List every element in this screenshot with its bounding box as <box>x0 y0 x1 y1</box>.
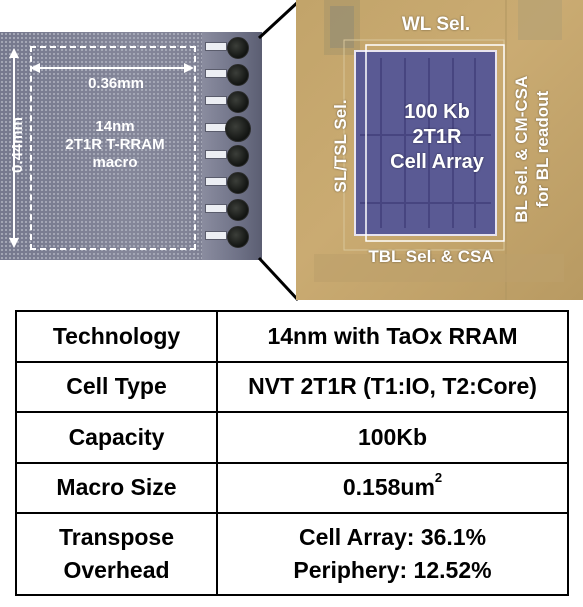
spec-table: Technology 14nm with TaOx RRAM Cell Type… <box>15 310 569 596</box>
zoom-line-bottom <box>257 256 300 302</box>
array-row-line <box>360 202 491 204</box>
bl-sel-label: BL Sel. & CM-CSA for BL readout <box>511 49 554 249</box>
dimension-arrows <box>9 48 194 248</box>
array-row-line <box>360 134 491 136</box>
via-dot <box>227 172 249 194</box>
array-column-line <box>452 58 454 228</box>
row-value-transpose-overhead: Cell Array: 36.1% Periphery: 12.52% <box>216 512 569 596</box>
macro-size-exponent: 2 <box>434 470 443 486</box>
macro-label-line2: 2T1R T-RRAM <box>65 136 165 153</box>
corner-block <box>518 0 562 40</box>
array-label-line2: 2T1R <box>412 126 462 148</box>
table-row: Cell Type NVT 2T1R (T1:IO, T2:Core) <box>15 360 569 413</box>
bond-pad <box>205 204 227 213</box>
row-value-capacity: 100Kb <box>216 411 569 464</box>
wl-driver-inner <box>330 6 354 48</box>
table-row: Macro Size 0.158um2 <box>15 461 569 514</box>
bl-sel-line1: BL Sel. & CM-CSA <box>511 75 531 223</box>
array-label-line1: 100 Kb <box>404 101 470 123</box>
via-dot <box>227 64 249 86</box>
via-dot <box>227 226 249 248</box>
array-column-line <box>428 58 430 228</box>
bond-pad <box>205 177 227 186</box>
bond-pad <box>205 96 227 105</box>
bl-sel-line2: for BL readout <box>533 90 552 208</box>
via-dot <box>225 116 251 142</box>
array-column-line <box>380 58 382 228</box>
width-arrowhead-left <box>30 63 40 73</box>
array-outline <box>365 44 505 242</box>
table-row: Technology 14nm with TaOx RRAM <box>15 310 569 363</box>
array-column-line <box>404 58 406 228</box>
bond-pad <box>205 42 227 51</box>
via-dot <box>227 37 249 59</box>
transpose-value-line2: Periphery: 12.52% <box>293 557 492 583</box>
row-label-macro-size: Macro Size <box>15 461 218 514</box>
row-label-capacity: Capacity <box>15 411 218 464</box>
csa-block <box>314 254 564 282</box>
macro-description: 14nm 2T1R T-RRAM macro <box>40 118 190 172</box>
macro-label-line1: 14nm <box>95 118 135 135</box>
transpose-value-line1: Cell Array: 36.1% <box>298 523 487 550</box>
cell-array-block <box>354 50 497 236</box>
macro-size-value: 0.158um <box>342 474 435 501</box>
layout-background <box>314 0 564 300</box>
via-dot <box>227 145 249 167</box>
bond-pad <box>205 69 227 78</box>
array-label-line3: Cell Array <box>390 151 484 173</box>
via-dot <box>227 91 249 113</box>
wl-sel-label: WL Sel. <box>401 14 471 35</box>
height-arrowhead-bottom <box>9 238 19 248</box>
row-label-transpose-overhead: Transpose Overhead <box>15 512 218 596</box>
bond-pad <box>205 231 227 240</box>
layout-photo: WL Sel. SL/TSL Sel. 100 Kb 2T1R Cell Arr… <box>296 0 583 300</box>
cell-array-label: 100 Kb 2T1R Cell Array <box>366 100 508 175</box>
tbl-sel-label: TBL Sel. & CSA <box>368 247 494 266</box>
row-label-technology: Technology <box>15 310 218 363</box>
macro-boundary <box>30 46 196 250</box>
table-row: Capacity 100Kb <box>15 411 569 464</box>
row-value-technology: 14nm with TaOx RRAM <box>216 310 569 363</box>
layout-outlines <box>365 44 505 242</box>
macro-width-label: 0.36mm <box>88 75 144 92</box>
zoom-connectors <box>257 0 300 302</box>
bond-pad <box>205 150 227 159</box>
macro-label-line3: macro <box>92 154 138 171</box>
height-arrowhead-top <box>9 48 19 58</box>
via-dot <box>227 199 249 221</box>
width-arrowhead-right <box>184 63 194 73</box>
die-photo: 0.36mm 0.44mm 14nm 2T1R T-RRAM macro <box>0 32 262 260</box>
row-value-cell-type: NVT 2T1R (T1:IO, T2:Core) <box>216 360 569 413</box>
row-value-macro-size: 0.158um2 <box>216 461 569 514</box>
row-label-cell-type: Cell Type <box>15 360 218 413</box>
sl-tsl-sel-label: SL/TSL Sel. <box>331 99 350 193</box>
transpose-label-line2: Overhead <box>63 557 170 583</box>
table-row: Transpose Overhead Cell Array: 36.1% Per… <box>15 512 569 596</box>
transpose-label-line1: Transpose <box>58 523 175 550</box>
array-column-line <box>474 58 476 228</box>
zoom-line-top <box>257 0 300 40</box>
